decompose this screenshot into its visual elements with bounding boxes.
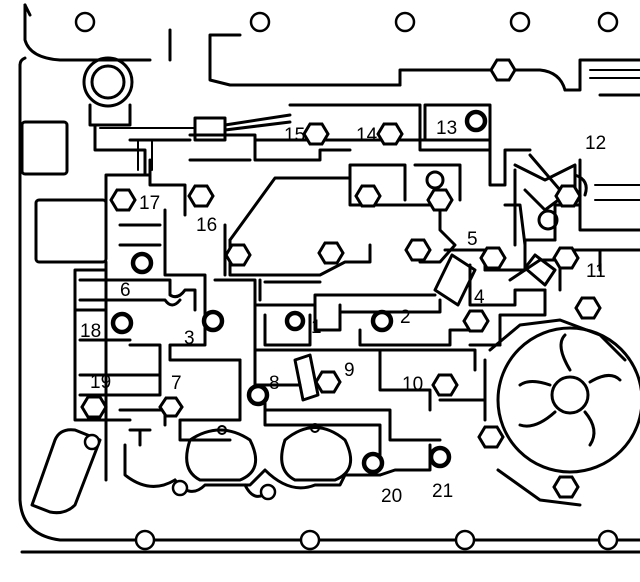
body-bolt [404,238,432,262]
pump-bolt [477,425,505,449]
callout-4: 4 [474,287,485,308]
callout-3: 3 [184,328,195,349]
solenoid-5 [433,253,557,307]
callout-15: 15 [284,125,305,146]
bolt-6 [130,251,154,275]
bolt-10 [431,373,459,397]
perimeter-hole [299,529,321,551]
wiring-harness [99,113,292,177]
bolt-17 [109,188,137,212]
perimeter-hole [597,11,619,33]
perimeter-hole [134,529,156,551]
perimeter-hole [74,11,96,33]
callout-12: 12 [585,133,606,154]
bolt-4 [462,309,490,333]
callout-11: 11 [586,261,606,282]
bolt-1 [284,310,306,332]
callout-21: 21 [432,481,453,502]
callout-2: 2 [400,307,411,328]
bolt-8 [246,383,270,407]
body-bolt [426,188,454,212]
bolt-15 [302,122,330,146]
case-bolt [489,58,517,82]
perimeter-hole [509,11,531,33]
filter-housing [82,56,142,152]
pump-bolt [574,296,602,320]
bolt-3 [201,309,225,333]
callout-5: 5 [467,229,478,250]
left-blocks [20,120,152,264]
callout-19: 19 [90,372,111,393]
pump-bolt [552,475,580,499]
callout-9: 9 [344,360,355,381]
bracket-bottom-left [30,428,102,515]
perimeter-hole [597,529,619,551]
body-bolt [354,184,382,208]
callout-7: 7 [171,373,182,394]
bolt-5 [479,246,507,270]
bolt-13 [464,109,488,133]
callout-16: 16 [196,215,217,236]
callout-13: 13 [436,118,457,139]
callout-17: 17 [139,193,160,214]
bolt-21 [428,445,452,469]
bolt-16 [187,184,215,208]
bolt-9 [314,370,342,394]
perimeter-hole [454,529,476,551]
body-bolt [224,243,252,267]
bolt-2 [370,309,394,333]
bolt-11 [552,246,580,270]
pump-assembly [488,318,640,507]
bolt-19 [80,395,108,419]
bolt-14 [376,122,404,146]
perimeter-holes [74,11,619,551]
perimeter-hole [394,11,416,33]
case-outline [18,3,640,554]
body-bolt [317,241,345,265]
bolt-20 [361,451,385,475]
bolt-18 [110,311,134,335]
callout-8: 8 [269,373,280,394]
accumulator-pistons [185,423,353,482]
solenoid-9 [293,353,320,402]
bolts [80,58,602,499]
callout-10: 10 [402,374,423,395]
valve-body-outline [73,103,640,501]
callout-labels: 15 14 13 12 17 16 5 11 6 4 18 3 1 2 19 7… [80,118,606,507]
callout-6: 6 [120,280,131,301]
perimeter-hole [249,11,271,33]
callout-1: 1 [311,317,322,338]
bolt-7 [158,396,184,418]
callout-20: 20 [381,486,402,507]
bolt-12 [554,184,582,208]
callout-14: 14 [356,125,378,146]
callout-18: 18 [80,321,101,342]
